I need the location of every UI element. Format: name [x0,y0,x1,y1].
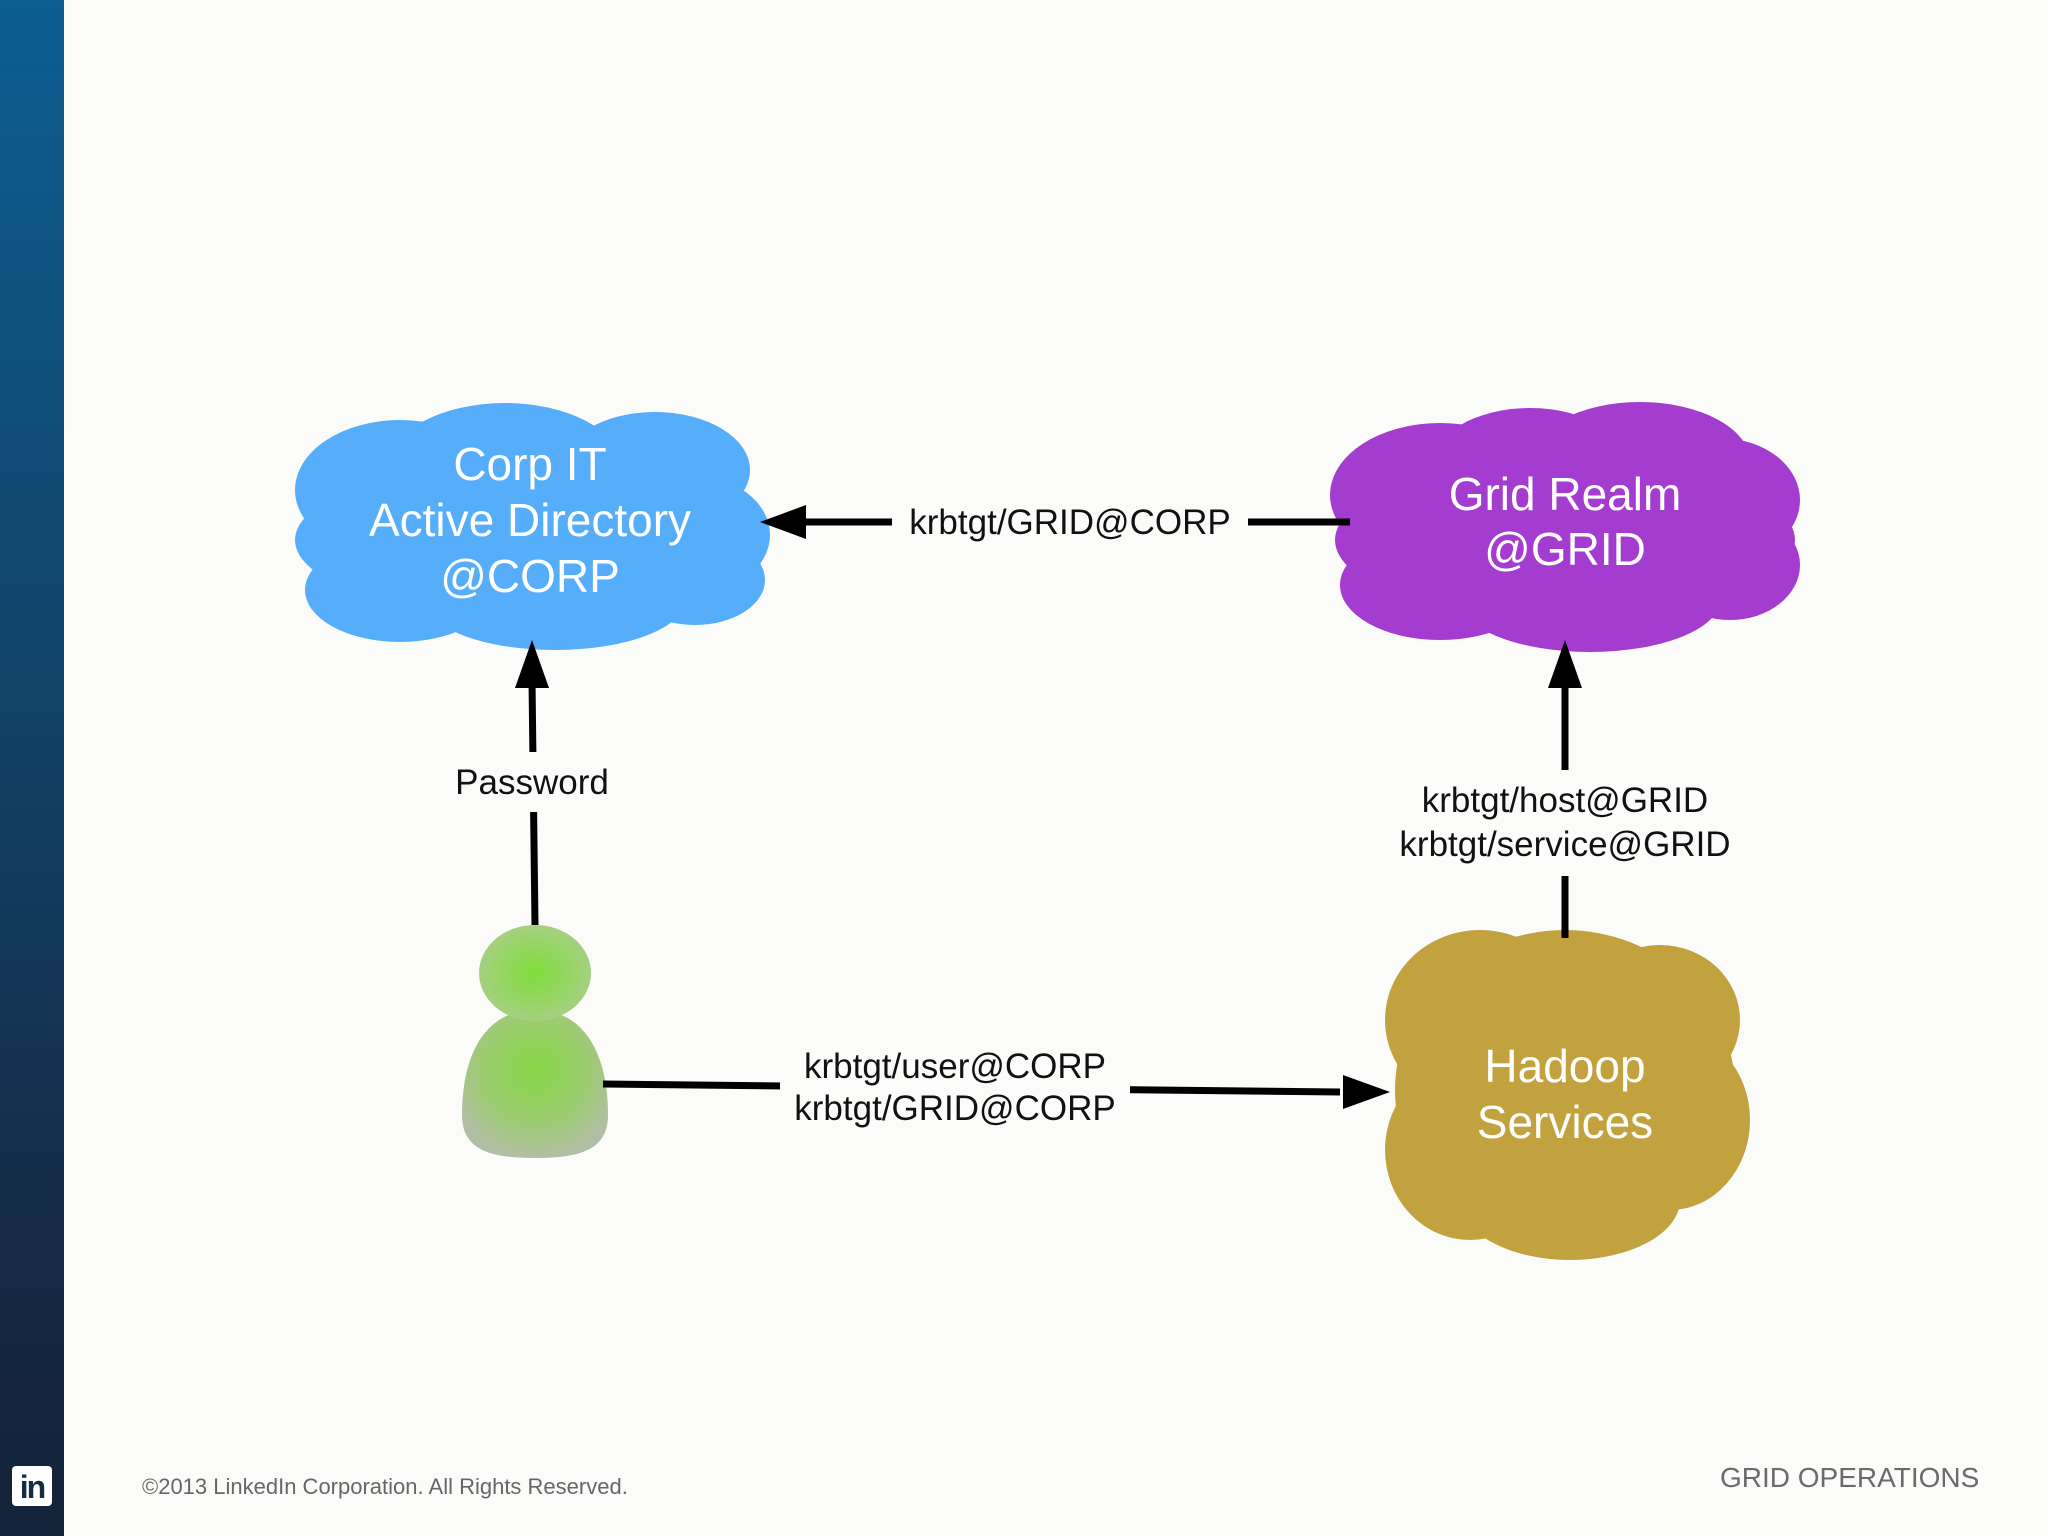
grid-cloud-line-2: @GRID [1484,523,1646,575]
user-head [479,925,591,1021]
corp-cloud-line-1: Corp IT [453,438,606,490]
corp-cloud-line-3: @CORP [440,550,620,602]
edge-label-user: krbtgt/user@CORP [804,1047,1106,1086]
section-title: GRID OPERATIONS [1720,1462,1980,1493]
edge-user-to-hadoop: krbtgt/user@CORP krbtgt/GRID@CORP [602,1040,1390,1140]
arrowhead-up [515,640,549,688]
brand-sidebar [0,0,64,1536]
hadoop-cloud: Hadoop Services [1385,930,1750,1260]
edge-label-host: krbtgt/host@GRID [1422,781,1708,820]
corp-cloud: Corp IT Active Directory @CORP [295,403,770,650]
edge-hadoop-to-grid: krbtgt/host@GRID krbtgt/service@GRID [1385,640,1745,938]
edge-label-bg [440,752,625,812]
edge-label-bg [1385,770,1745,876]
user-icon [462,925,608,1158]
edge-label-bg [780,1040,1130,1140]
edge-grid-to-corp: krbtgt/GRID@CORP [760,496,1350,548]
arrowhead-right [1343,1075,1390,1109]
corp-cloud-shape [295,403,770,650]
edge-label-bg [892,496,1248,548]
edge-label-grid: krbtgt/GRID@CORP [794,1089,1115,1128]
corp-cloud-line-2: Active Directory [369,494,691,546]
grid-cloud-line-1: Grid Realm [1449,468,1682,520]
grid-cloud: Grid Realm @GRID [1330,402,1800,652]
arrowhead-left [760,505,806,539]
hadoop-cloud-shape [1385,930,1750,1260]
edge-label-password: Password [455,763,609,802]
edge-label-grid-to-corp: krbtgt/GRID@CORP [909,503,1230,542]
edge-user-to-corp: Password [440,640,625,926]
linkedin-logo-icon: in [12,1466,52,1506]
grid-cloud-shape [1330,402,1800,652]
copyright-text: ©2013 LinkedIn Corporation. All Rights R… [142,1474,628,1499]
hadoop-cloud-line-1: Hadoop [1484,1040,1645,1092]
arrowhead-up [1548,640,1582,688]
user-body [462,1010,608,1158]
hadoop-cloud-line-2: Services [1477,1096,1653,1148]
edge-label-service: krbtgt/service@GRID [1399,825,1730,864]
